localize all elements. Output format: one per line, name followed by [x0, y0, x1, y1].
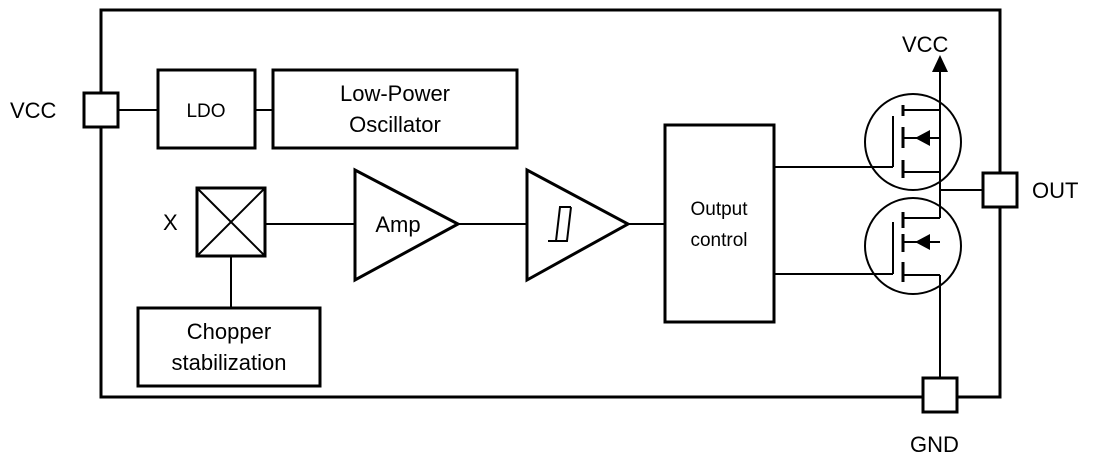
amplifier-label: Amp: [375, 212, 420, 237]
output-control-label-line1: Output: [690, 199, 748, 220]
vcc-arrow-icon: [932, 55, 948, 72]
vcc-pin-pad: [82, 91, 120, 129]
out-pin-label: OUT: [1032, 178, 1078, 203]
oscillator-block: [271, 68, 519, 150]
vcc-pin-label: VCC: [10, 98, 57, 123]
pmos-transistor: [864, 93, 962, 191]
hysteresis-icon: [548, 206, 572, 242]
oscillator-label-line1: Low-Power: [340, 81, 450, 106]
oscillator-label-line2: Oscillator: [349, 112, 441, 137]
amplifier-triangle: [353, 167, 462, 283]
nmos-transistor: [864, 197, 962, 295]
hall-sensor-label: X: [163, 210, 178, 235]
ldo-label: LDO: [186, 101, 225, 122]
vcc-top-label: VCC: [902, 32, 949, 57]
chopper-label-line1: Chopper: [187, 319, 271, 344]
gnd-pin-label: GND: [910, 432, 959, 457]
gnd-pin-pad: [921, 376, 959, 414]
chopper-label-line2: stabilization: [172, 350, 287, 375]
hall-sensor-cross-2: [196, 187, 266, 257]
chopper-block: [136, 306, 322, 388]
output-control-block: [663, 123, 776, 324]
output-control-label-line2: control: [690, 230, 747, 251]
schmitt-trigger-triangle: [525, 167, 632, 283]
out-pin-pad: [981, 171, 1019, 209]
